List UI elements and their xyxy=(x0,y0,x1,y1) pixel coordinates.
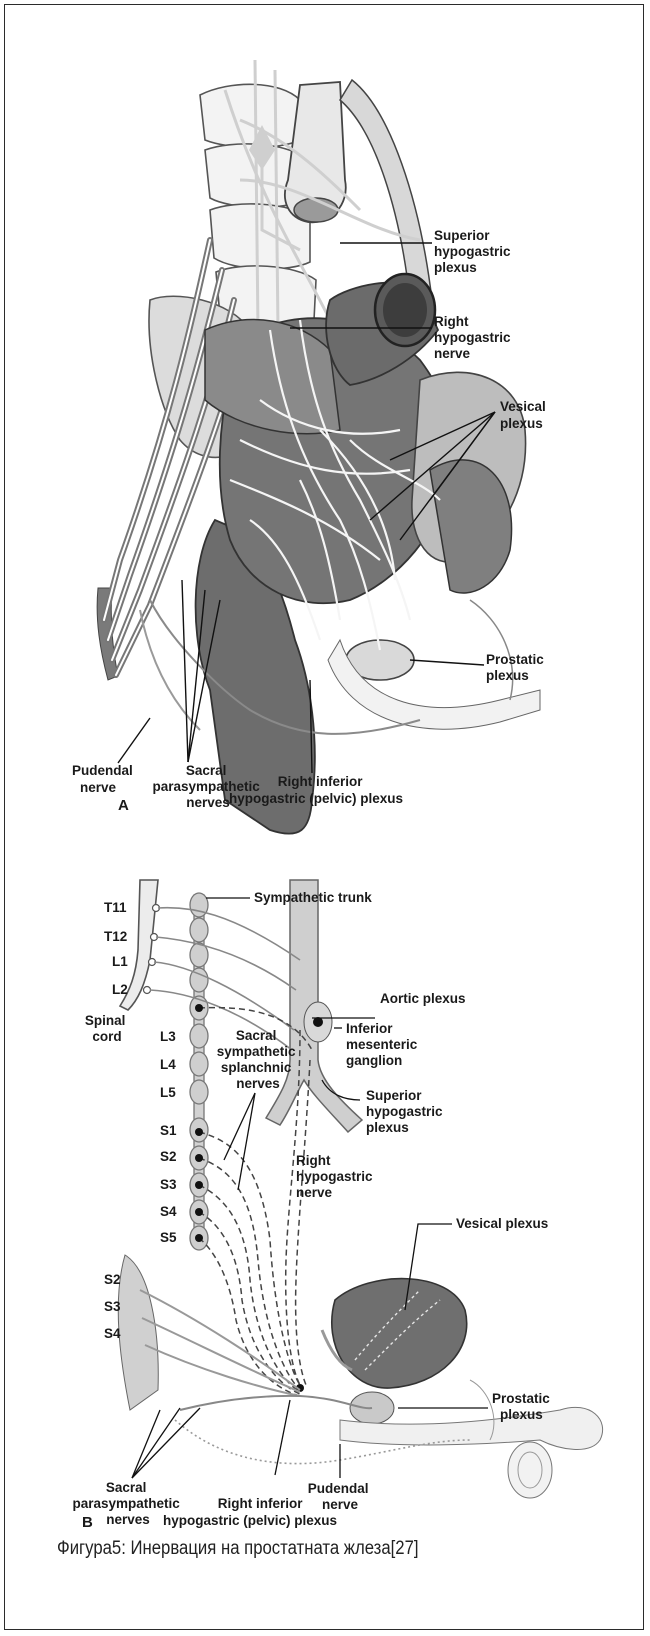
label-right-hypogastric-nerve-b: Right hypogastric nerve xyxy=(296,1153,376,1200)
label-right-inferior-hypogastric-b: Right inferior hypogastric (pelvic) plex… xyxy=(163,1496,337,1528)
sacral-root-label-s4: S4 xyxy=(104,1326,121,1341)
label-spinal-cord: Spinal cord xyxy=(85,1013,129,1044)
sympathetic-ganglion xyxy=(190,893,208,917)
iliac-artery xyxy=(340,80,432,300)
sympathetic-ganglion xyxy=(190,1052,208,1076)
level-label-t11: T11 xyxy=(104,900,127,915)
sympathetic-ganglion xyxy=(190,1080,208,1104)
label-inferior-mesenteric-ganglion: Inferior mesenteric ganglion xyxy=(346,1021,421,1068)
bladder-b xyxy=(332,1279,467,1388)
label-pudendal-nerve-b: Pudendal nerve xyxy=(308,1481,373,1512)
label-sympathetic-trunk: Sympathetic trunk xyxy=(254,890,372,905)
sacral-root-label-s2: S2 xyxy=(104,1272,121,1287)
label-right-hypogastric-nerve-a: Right hypogastric nerve xyxy=(434,314,514,361)
label-aortic-plexus: Aortic plexus xyxy=(380,991,466,1006)
label-prostatic-plexus-a: Prostatic plexus xyxy=(486,652,548,683)
panel-letter-b: B xyxy=(82,1514,93,1531)
label-superior-hypogastric-b: Superior hypogastric plexus xyxy=(366,1088,446,1135)
sympathetic-ganglion xyxy=(190,1024,208,1048)
label-vesical-plexus-b: Vesical plexus xyxy=(456,1216,548,1231)
chain-level-label-l3: L3 xyxy=(160,1029,176,1044)
chain-level-label-s4: S4 xyxy=(160,1204,177,1219)
level-label-l1: L1 xyxy=(112,954,128,969)
chain-level-label-s1: S1 xyxy=(160,1123,177,1138)
sympathetic-ganglion xyxy=(190,918,208,942)
panel-letter-a: A xyxy=(118,797,129,814)
level-label-t12: T12 xyxy=(104,929,127,944)
testis xyxy=(508,1442,552,1498)
chain-level-label-l5: L5 xyxy=(160,1085,176,1100)
chain-level-label-s3: S3 xyxy=(160,1177,177,1192)
label-pudendal-nerve-a: Pudendal nerve xyxy=(72,763,137,795)
figure-caption: Фигура5: Инервация на простатната жлеза[… xyxy=(57,1538,550,1560)
chain-level-label-s5: S5 xyxy=(160,1230,177,1245)
chain-level-label-s2: S2 xyxy=(160,1149,177,1164)
level-label-l2: L2 xyxy=(112,982,128,997)
sacral-root-label-s3: S3 xyxy=(104,1299,121,1314)
sacrum-b xyxy=(118,1255,158,1410)
chain-level-label-l4: L4 xyxy=(160,1057,176,1072)
label-superior-hypogastric-a: Superior hypogastric plexus xyxy=(434,228,514,275)
panel-a-illustration xyxy=(97,60,540,834)
